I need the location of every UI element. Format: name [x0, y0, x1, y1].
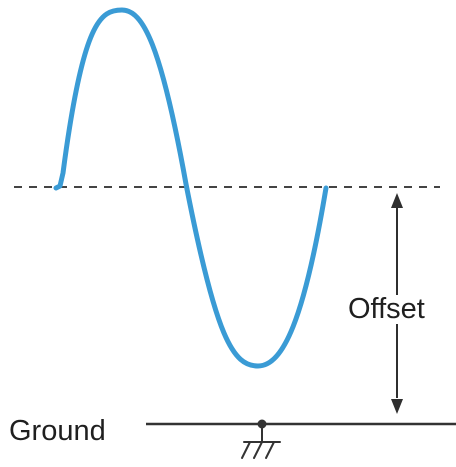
sine-waveform: [53, 7, 329, 369]
ground-icon: [241, 419, 281, 459]
offset-label: Offset: [346, 293, 427, 325]
ground-label: Ground: [9, 415, 106, 447]
